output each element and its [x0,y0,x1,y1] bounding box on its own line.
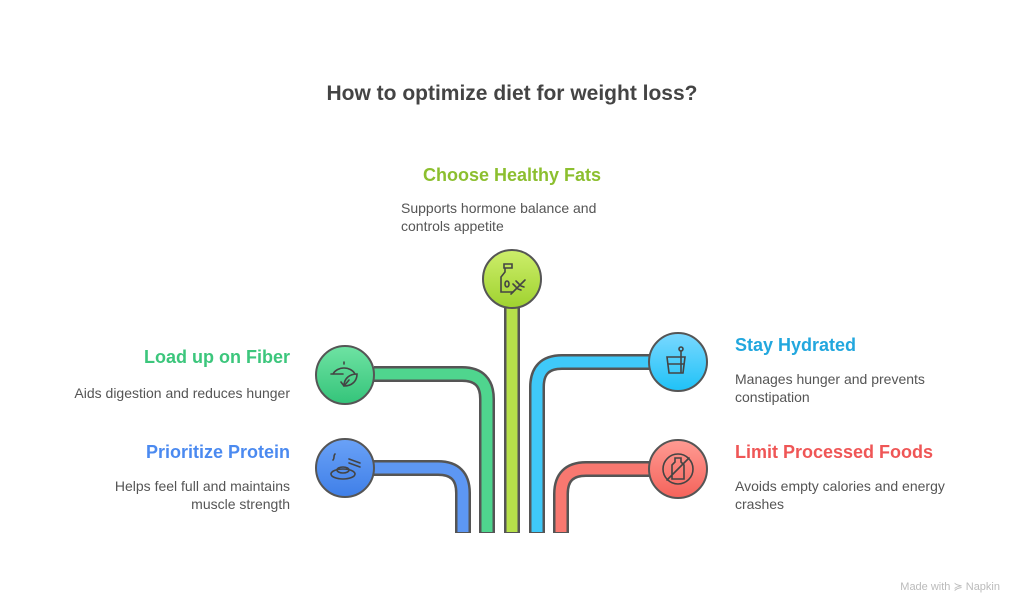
hydrate-circle [648,332,708,392]
oil-bottle-herb-icon [500,263,526,295]
fiber-leaf-icon [330,361,358,387]
napkin-credit[interactable]: Made with ≽ Napkin [900,581,1000,593]
fiber-label: Load up on Fiber [144,347,290,367]
water-glass-icon [666,346,686,374]
hydrate-desc: Manages hunger and prevents constipation [735,371,925,405]
no-processed-food-icon [662,453,694,485]
fats-label: Choose Healthy Fats [422,165,602,185]
protein-circle [315,438,375,498]
fiber-circle [315,345,375,405]
fats-desc: Supports hormone balance and controls ap… [401,200,597,234]
processed-label: Limit Processed Foods [735,442,934,462]
processed-desc: Avoids empty calories and energy crashes [735,478,945,512]
protein-label: Prioritize Protein [145,442,290,462]
pipe-processed [553,461,650,533]
hydrate-label: Stay Hydrated [735,335,857,355]
page-title: How to optimize diet for weight loss? [326,82,698,105]
fats-circle [482,249,542,309]
fiber-desc: Aids digestion and reduces hunger [74,385,290,401]
protein-desc: Helps feel full and maintains muscle str… [114,478,290,512]
protein-dish-icon [330,453,361,480]
pipe-protein [374,460,471,533]
